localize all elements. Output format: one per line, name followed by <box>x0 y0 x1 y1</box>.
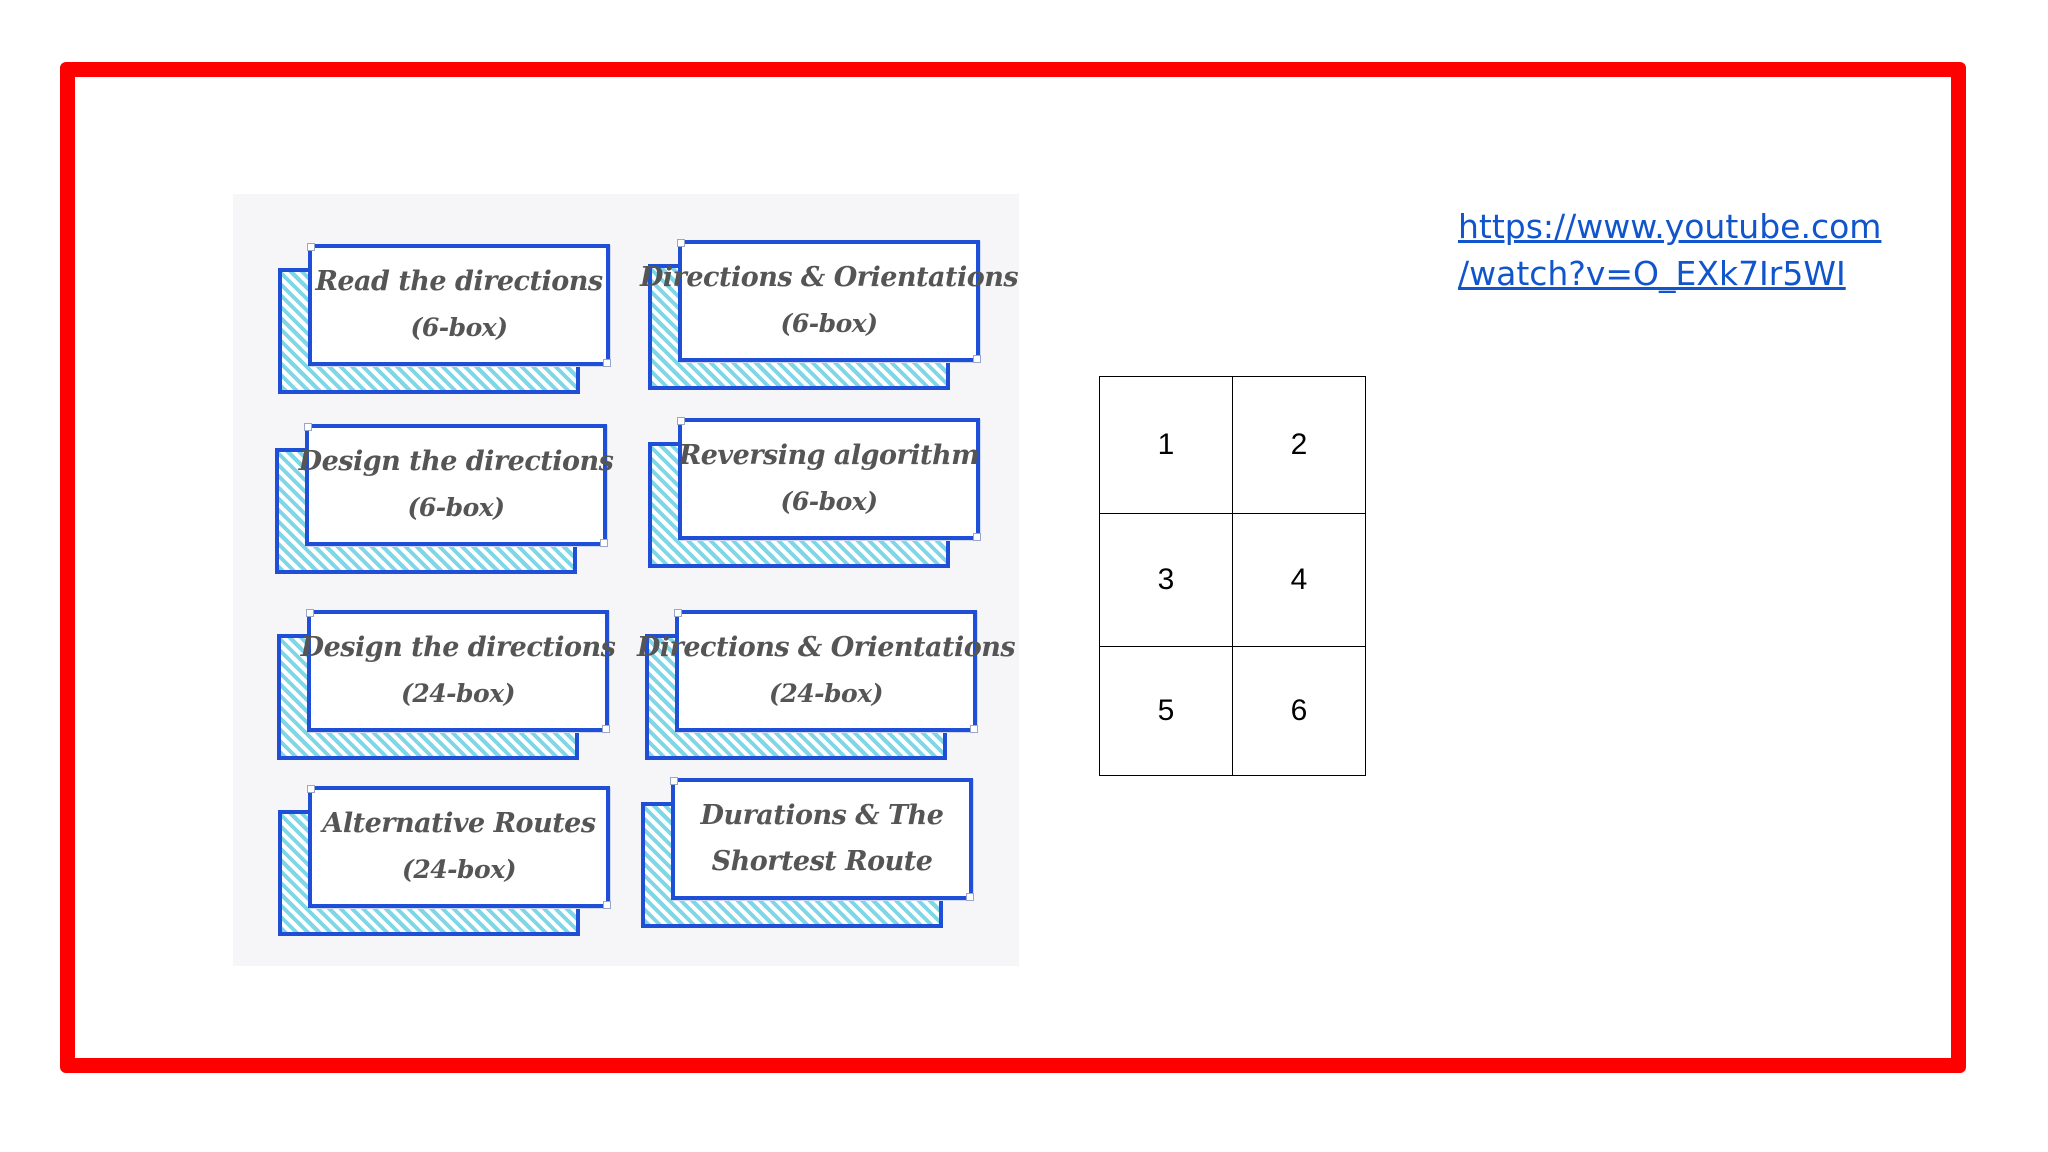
card-subtitle: (6-box) <box>780 487 879 516</box>
card-reversing-algorithm-6: Reversing algorithm (6-box) <box>648 417 981 572</box>
card-subtitle: (24-box) <box>401 679 515 708</box>
card-face: Durations & The Shortest Route <box>670 777 974 901</box>
card-durations-shortest-route: Durations & The Shortest Route <box>641 777 974 932</box>
youtube-link-line1: https://www.youtube.com <box>1458 207 1882 246</box>
grid-cell: 1 <box>1099 376 1233 514</box>
grid-cell: 2 <box>1232 376 1366 514</box>
grid-row: 5 6 <box>1099 646 1366 776</box>
red-frame <box>60 62 1966 1073</box>
grid-cell: 4 <box>1232 513 1366 647</box>
grid-cell: 6 <box>1232 646 1366 776</box>
card-title: Design the directions <box>300 632 616 663</box>
card-title: Durations & The <box>700 800 944 831</box>
grid-row: 3 4 <box>1099 513 1366 647</box>
card-title: Read the directions <box>315 266 603 297</box>
youtube-link-line2: /watch?v=O_EXk7Ir5WI <box>1458 254 1846 293</box>
cards-image-panel: Read the directions (6-box) Directions &… <box>233 194 1019 966</box>
card-read-directions-6: Read the directions (6-box) <box>278 243 611 398</box>
card-face: Design the directions (24-box) <box>301 609 616 733</box>
card-design-directions-24: Design the directions (24-box) <box>277 609 616 764</box>
card-title: Alternative Routes <box>322 808 596 839</box>
card-face: Alternative Routes (24-box) <box>307 785 611 909</box>
card-directions-orientations-24: Directions & Orientations (24-box) <box>637 609 1016 764</box>
card-title: Directions & Orientations <box>639 262 1019 293</box>
card-subtitle: (6-box) <box>407 493 506 522</box>
grid-cell: 3 <box>1099 513 1233 647</box>
card-subtitle: (24-box) <box>769 679 883 708</box>
card-subtitle: (6-box) <box>780 309 879 338</box>
card-title: Design the directions <box>298 446 614 477</box>
card-alternative-routes-24: Alternative Routes (24-box) <box>278 785 611 940</box>
card-face: Read the directions (6-box) <box>307 243 611 367</box>
card-subtitle: Shortest Route <box>711 846 933 877</box>
youtube-link[interactable]: https://www.youtube.com /watch?v=O_EXk7I… <box>1458 203 1898 297</box>
six-box-grid: 1 2 3 4 5 6 <box>1099 376 1366 776</box>
grid-row: 1 2 <box>1099 376 1366 514</box>
card-title: Directions & Orientations <box>636 632 1016 663</box>
card-title: Reversing algorithm <box>678 440 980 471</box>
card-directions-orientations-6: Directions & Orientations (6-box) <box>640 239 1019 394</box>
card-subtitle: (24-box) <box>402 855 516 884</box>
card-design-directions-6: Design the directions (6-box) <box>275 423 614 578</box>
card-face: Reversing algorithm (6-box) <box>677 417 981 541</box>
card-face: Directions & Orientations (24-box) <box>637 609 1016 733</box>
grid-cell: 5 <box>1099 646 1233 776</box>
card-face: Design the directions (6-box) <box>299 423 614 547</box>
card-subtitle: (6-box) <box>410 313 509 342</box>
card-face: Directions & Orientations (6-box) <box>640 239 1019 363</box>
